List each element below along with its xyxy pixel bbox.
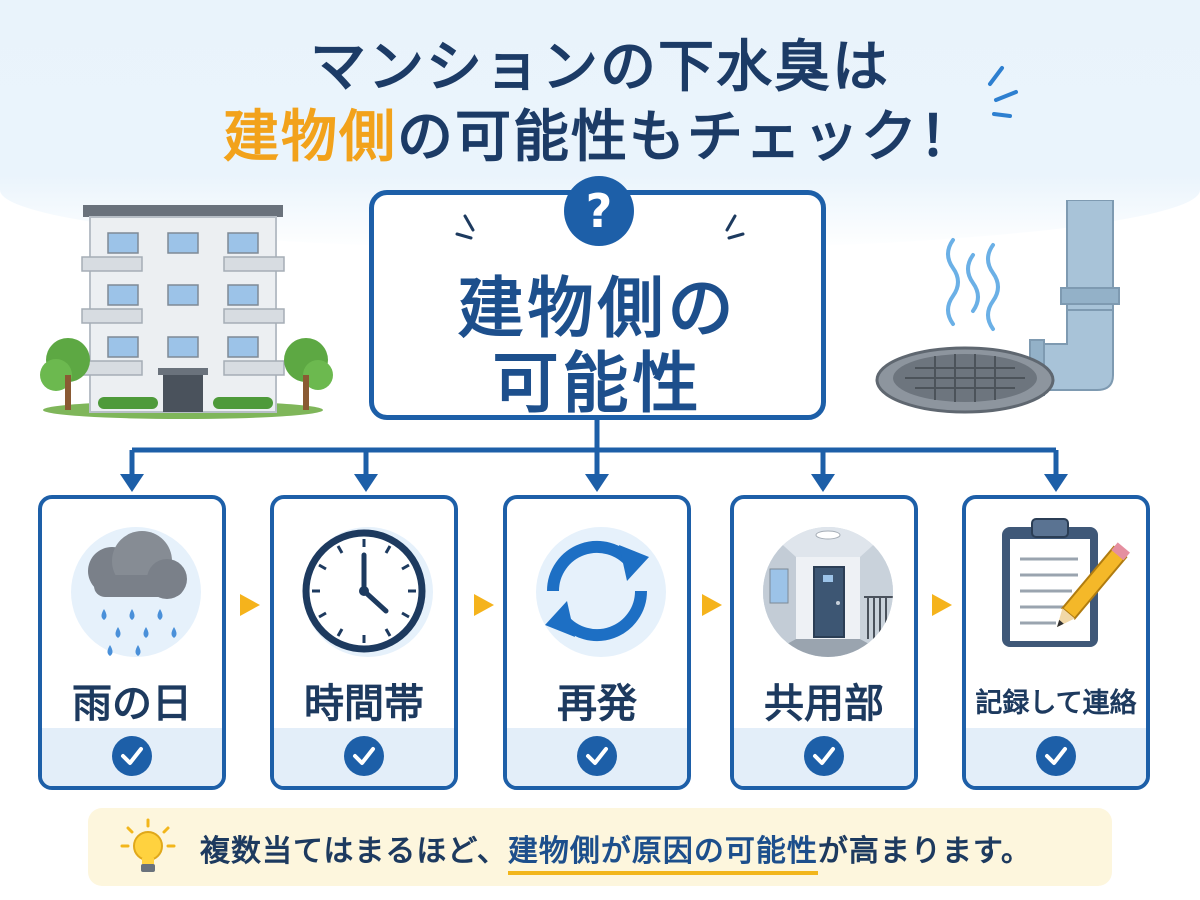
rain-cloud-icon <box>88 531 187 656</box>
summary-text-before: 複数当てはまるほど、 <box>200 834 508 869</box>
check-icon <box>112 736 152 776</box>
center-sparkle-left-icon <box>455 214 475 240</box>
card-rainy-day: 雨の日 <box>38 495 226 790</box>
card-time-of-day: 時間帯 <box>270 495 458 790</box>
title-highlight: 建物側 <box>223 105 397 170</box>
check-icon <box>344 736 384 776</box>
summary-text-emphasis: 建物側が原因の可能性 <box>507 834 818 875</box>
lightbulb-icon <box>120 818 176 872</box>
question-badge: ? <box>564 176 634 246</box>
card-record-and-contact: 記録して連絡 <box>962 495 1150 790</box>
clock-icon <box>302 529 426 653</box>
card-label: 雨の日 <box>72 681 192 727</box>
center-title-line-2: 可能性 <box>492 345 703 422</box>
card-label: 再発 <box>557 681 637 727</box>
chevron-right-icon <box>240 594 260 616</box>
recurrence-arrows-icon <box>545 540 649 642</box>
card-common-area: 共用部 <box>730 495 918 790</box>
summary-banner <box>88 808 1112 886</box>
card-label: 共用部 <box>764 681 884 727</box>
check-icon <box>1036 736 1076 776</box>
check-icon <box>804 736 844 776</box>
clipboard-pencil-icon <box>1002 518 1130 647</box>
chevron-right-icon <box>702 594 722 616</box>
summary-text: 複数当てはまるほど、建物側が原因の可能性が高まります。 <box>200 826 1032 875</box>
check-icon <box>577 736 617 776</box>
card-label: 記録して連絡 <box>975 688 1137 719</box>
title-rest: の可能性もチェック！ <box>397 105 977 170</box>
summary-text-after: が高まります。 <box>817 834 1032 869</box>
apartment-building-icon <box>40 205 333 419</box>
chevron-right-icon <box>932 594 952 616</box>
chevron-right-icon <box>474 594 494 616</box>
drain-pipe-odor-icon <box>875 200 1120 414</box>
center-title-line-1: 建物側の <box>457 270 738 347</box>
card-label: 時間帯 <box>304 681 424 727</box>
common-hallway-icon <box>763 527 893 657</box>
title-line-2: 建物側の可能性もチェック！ <box>0 92 1200 173</box>
center-sparkle-right-icon <box>725 214 745 240</box>
card-recurrence: 再発 <box>503 495 691 790</box>
title-line-1: マンションの下水臭は <box>310 35 890 100</box>
sparkle-icon <box>988 66 1018 118</box>
